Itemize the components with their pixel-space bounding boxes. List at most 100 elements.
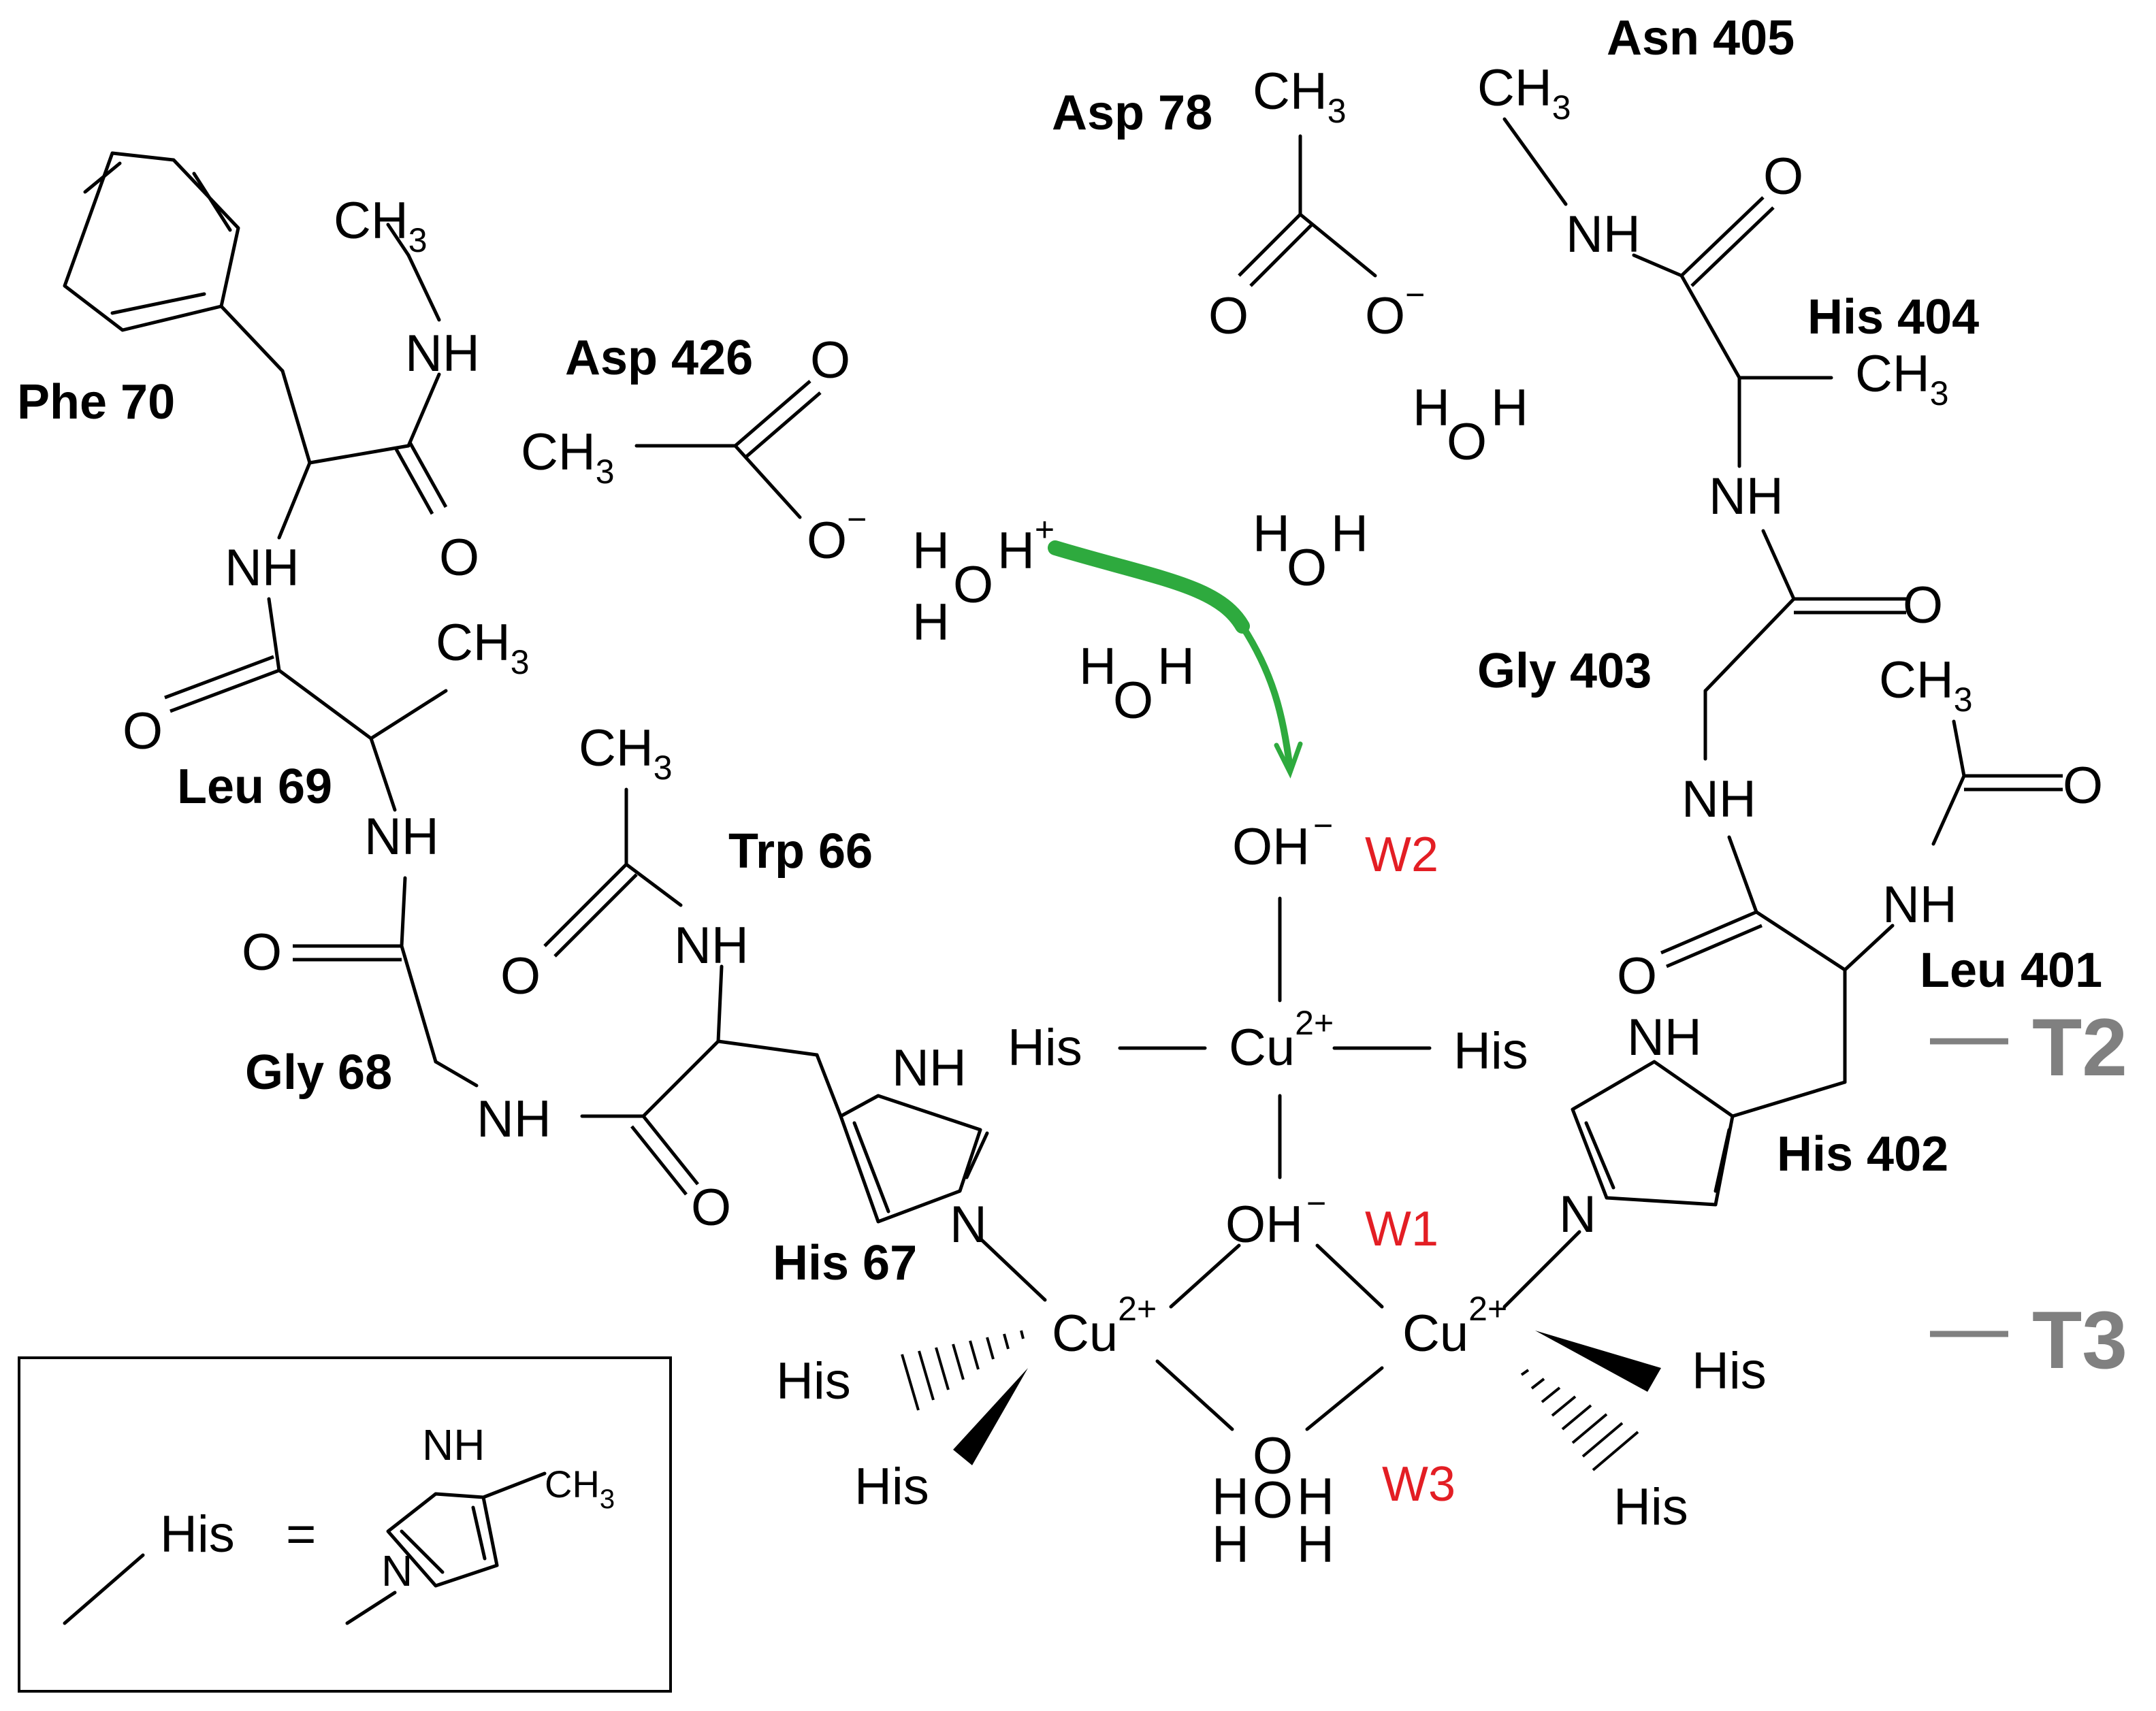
water-3-h1: H bbox=[1079, 638, 1116, 696]
n-his402-ring: N bbox=[1559, 1186, 1596, 1243]
t3-his-right-wedge: His bbox=[1692, 1342, 1767, 1400]
o-trp66-acetyl: O bbox=[500, 947, 541, 1005]
water-4-o: O bbox=[1253, 1471, 1293, 1529]
residue-label-his404: His 404 bbox=[1807, 290, 1979, 344]
o-asp426-double: O bbox=[810, 331, 850, 389]
water-1-h1: H bbox=[1413, 379, 1450, 437]
nh-gly68: NH bbox=[477, 1090, 551, 1148]
o-gly68: O bbox=[242, 924, 282, 981]
water-molecules: H O H+ H H O H H O H H O H O H H bbox=[912, 379, 1528, 1574]
w3-label: W3 bbox=[1382, 1457, 1455, 1512]
residue-label-gly68: Gly 68 bbox=[245, 1045, 392, 1100]
proton-transfer-arrow bbox=[1048, 540, 1303, 779]
wedge-bond-left bbox=[953, 1368, 1028, 1465]
t2-site-label: T2 bbox=[2032, 1002, 2127, 1093]
water-4-h2: H bbox=[1297, 1516, 1334, 1574]
t3-his-left-wedge: His bbox=[854, 1458, 929, 1516]
t3-his-right-hash: His bbox=[1613, 1478, 1688, 1536]
o-asn405: O bbox=[1763, 148, 1803, 206]
ch3-leu401: CH3 bbox=[1879, 651, 1973, 719]
o-phe70: O bbox=[439, 529, 479, 587]
his402-ring bbox=[1571, 1060, 1735, 1207]
water-4-h1: H bbox=[1212, 1516, 1249, 1574]
hydronium-h-right: H+ bbox=[997, 510, 1055, 580]
nh-his402-ring: NH bbox=[1627, 1009, 1702, 1066]
nh-leu69: NH bbox=[364, 808, 439, 866]
o-leu401-acetyl: O bbox=[2063, 757, 2103, 815]
copper-centres: OH− W2 His Cu2+ His OH− W1 Cu2+ Cu2+ His… bbox=[776, 806, 1767, 1536]
water-1-o: O bbox=[1447, 413, 1487, 471]
residue-label-his67: His 67 bbox=[773, 1236, 917, 1290]
hash-bond-left bbox=[901, 1330, 1025, 1411]
t2-his-left: His bbox=[1008, 1019, 1082, 1077]
nh-his404: NH bbox=[1709, 468, 1784, 525]
legend-n: N bbox=[381, 1546, 413, 1595]
his67-ring bbox=[839, 1094, 982, 1224]
o-trp66: O bbox=[691, 1179, 731, 1237]
legend: His = NH N CH3 bbox=[160, 1420, 615, 1595]
ch3-asp78: CH3 bbox=[1253, 63, 1347, 130]
hydronium-h-top: H bbox=[912, 522, 950, 580]
residue-label-trp66: Trp 66 bbox=[728, 824, 873, 879]
o-asp426-anion: O− bbox=[807, 500, 867, 570]
nh-phe70: NH bbox=[405, 325, 480, 382]
o-asp78-anion: O− bbox=[1365, 276, 1425, 345]
legend-box bbox=[18, 1356, 672, 1693]
t3-copper-right: Cu2+ bbox=[1402, 1290, 1507, 1363]
residue-label-his402: His 402 bbox=[1777, 1127, 1948, 1182]
legend-equals: = bbox=[286, 1505, 316, 1563]
legend-his-ring bbox=[386, 1492, 499, 1588]
water-2-h1: H bbox=[1253, 505, 1290, 563]
w2-label: W2 bbox=[1365, 828, 1438, 882]
ch3-asp426: CH3 bbox=[521, 423, 615, 491]
w3-h1: H bbox=[1212, 1468, 1249, 1526]
t2-his-right: His bbox=[1453, 1022, 1528, 1080]
water-2-o: O bbox=[1287, 539, 1327, 597]
t3-his-left-hash: His bbox=[776, 1352, 851, 1410]
ch3-phe: CH3 bbox=[334, 192, 428, 259]
ch3-leu69: CH3 bbox=[436, 614, 530, 681]
t3-copper-left: Cu2+ bbox=[1052, 1290, 1157, 1363]
o-gly403: O bbox=[1617, 947, 1657, 1005]
n-his67-ring: N bbox=[950, 1196, 987, 1254]
water-2-h2: H bbox=[1331, 505, 1368, 563]
o-asp78-double: O bbox=[1208, 287, 1249, 345]
water-3-o: O bbox=[1113, 672, 1153, 730]
wedge-bond-right bbox=[1535, 1331, 1661, 1392]
nh-trp66: NH bbox=[674, 917, 749, 975]
residue-label-leu401: Leu 401 bbox=[1920, 943, 2102, 998]
atom-labels: CH3 CH3 CH3 CH3 CH3 CH3 CH3 CH3 NH NH NH… bbox=[123, 59, 2103, 1254]
o-leu69: O bbox=[123, 702, 163, 760]
residue-label-leu69: Leu 69 bbox=[177, 760, 332, 814]
residue-label-gly403: Gly 403 bbox=[1477, 644, 1652, 698]
legend-ch3: CH3 bbox=[545, 1463, 615, 1514]
w1-label: W1 bbox=[1365, 1202, 1438, 1256]
legend-nh: NH bbox=[422, 1420, 485, 1469]
w2-hydroxide: OH− bbox=[1232, 806, 1333, 876]
residue-label-asp78: Asp 78 bbox=[1052, 86, 1212, 140]
hydronium-o: O bbox=[953, 556, 993, 614]
stereo-bonds bbox=[901, 1330, 1661, 1471]
nh-leu401: NH bbox=[1882, 876, 1957, 934]
residue-label-phe70: Phe 70 bbox=[17, 375, 175, 429]
residue-label-asp426: Asp 426 bbox=[565, 331, 753, 385]
water-3-h2: H bbox=[1157, 638, 1195, 696]
ch3-trp66: CH3 bbox=[579, 719, 673, 787]
nh-phe70-backbone: NH bbox=[225, 539, 300, 597]
residue-label-asn405: Asn 405 bbox=[1607, 11, 1795, 65]
o-his404: O bbox=[1903, 576, 1943, 634]
hydronium-h-bottom: H bbox=[912, 593, 950, 651]
nh-asn405: NH bbox=[1566, 206, 1641, 263]
t2-copper: Cu2+ bbox=[1229, 1004, 1334, 1077]
w3-o: O bbox=[1253, 1427, 1293, 1485]
water-1-h2: H bbox=[1491, 379, 1528, 437]
w1-hydroxide: OH− bbox=[1225, 1184, 1326, 1254]
bond-skeleton bbox=[63, 117, 2063, 1625]
legend-his-label: His bbox=[160, 1505, 235, 1563]
ch3-asn405: CH3 bbox=[1477, 59, 1571, 127]
nh-his67-ring: NH bbox=[892, 1039, 967, 1097]
t3-site-label: T3 bbox=[2032, 1294, 2127, 1386]
w3-h2: H bbox=[1297, 1468, 1334, 1526]
hash-bond-right bbox=[1520, 1369, 1639, 1471]
ch3-his404: CH3 bbox=[1855, 345, 1949, 412]
